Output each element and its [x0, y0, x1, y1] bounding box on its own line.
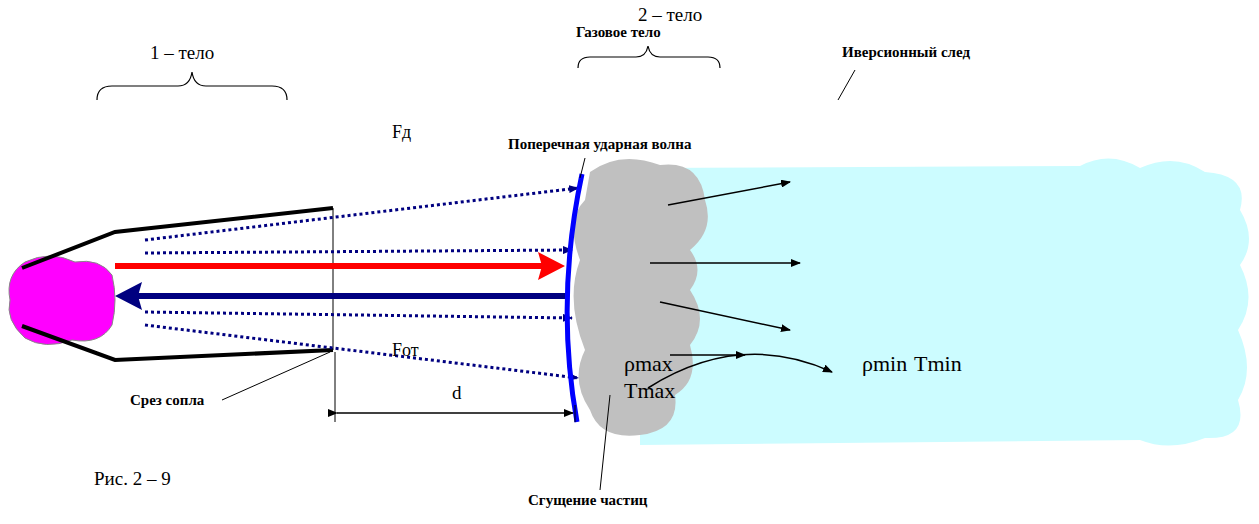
bracket [97, 72, 287, 100]
force-line [145, 312, 572, 318]
force-line [145, 325, 578, 378]
part-label: 1 – тело [150, 42, 214, 64]
bracket [578, 46, 720, 68]
callout-label: Поперечная ударная волна [508, 136, 691, 153]
figure-caption: Рис. 2 – 9 [94, 468, 171, 490]
shock-wave [567, 174, 582, 422]
forward-arrowhead [538, 252, 565, 280]
combustion-blob [9, 256, 115, 345]
part-label: 2 – тело [638, 4, 702, 26]
nozzle-exit [333, 208, 334, 350]
nozzle-wall [22, 208, 333, 268]
force-label: Fд [392, 122, 411, 143]
back-arrow [132, 293, 568, 299]
flow-arrow [668, 182, 790, 205]
transition-arrow [648, 354, 832, 388]
quantity-label: Tmax [624, 378, 675, 403]
forward-arrow [115, 263, 550, 269]
quantity-label: ρmax [624, 351, 673, 376]
dimension-ext [575, 405, 576, 422]
gas-body [574, 159, 708, 436]
dimension-ext [335, 352, 336, 422]
quantity-label: ρmin [862, 351, 907, 376]
leader-line [600, 395, 610, 490]
leader-line [222, 352, 330, 400]
back-arrowhead [115, 282, 142, 310]
flow-arrow [660, 302, 790, 330]
flow-arrow [650, 262, 800, 264]
dimension-line [337, 412, 573, 414]
inversion-wake [640, 158, 1249, 445]
force-line [145, 250, 572, 253]
callout-label: Сгущение частиц [528, 492, 647, 509]
force-label: Fот [392, 340, 419, 361]
callout-label: Срез сопла [130, 392, 204, 409]
quantity-label: Tmin [914, 351, 962, 376]
nozzle-wall [22, 326, 333, 360]
part-label: Газовое тело [576, 24, 661, 41]
dimension-label: d [452, 382, 462, 404]
leader-line [580, 158, 585, 178]
force-line [145, 188, 578, 240]
leader-line [838, 70, 855, 100]
callout-label: Иверсионный след [842, 44, 970, 61]
